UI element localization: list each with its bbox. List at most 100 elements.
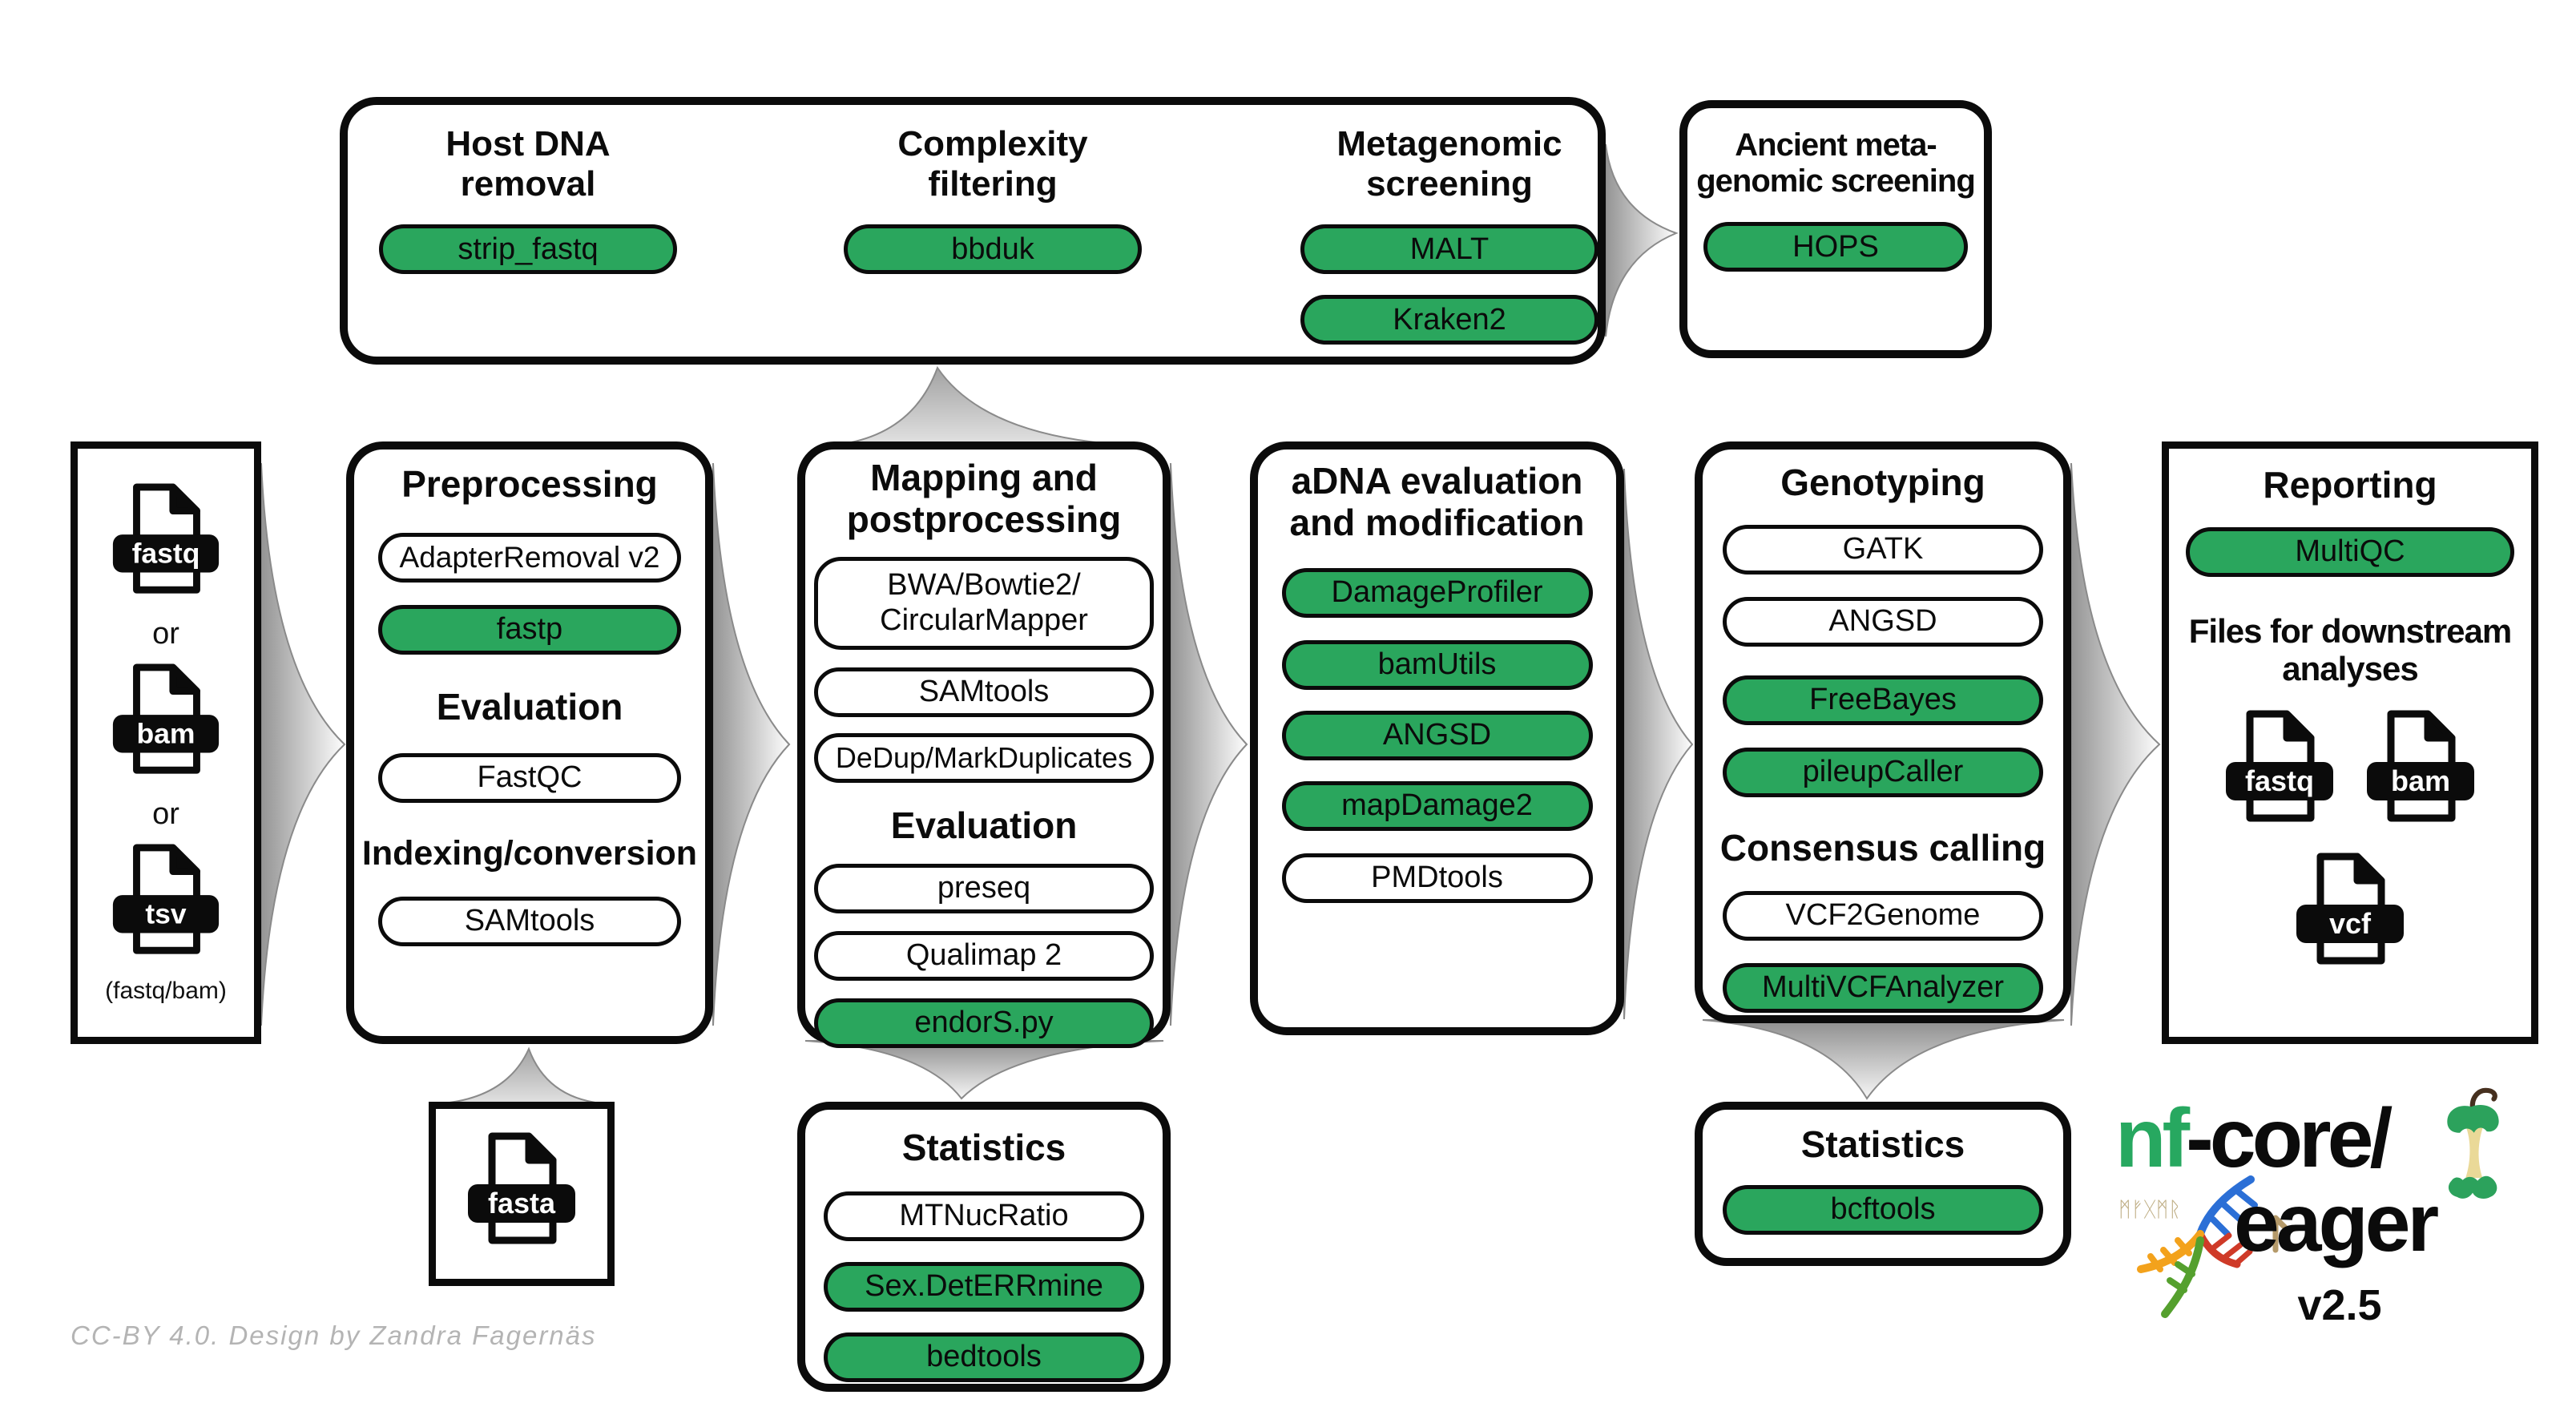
tool-label: FreeBayes: [1809, 683, 1957, 717]
tool-bamutils: bamUtils: [1281, 639, 1593, 690]
screening-box: Host DNA removal strip_fastq Complexity …: [340, 97, 1606, 365]
tool-angsd-adna: ANGSD: [1281, 710, 1593, 760]
nf-text: nf: [2115, 1092, 2190, 1185]
eager-text: eager: [2234, 1177, 2439, 1268]
tool-pileupcaller: pileupCaller: [1723, 747, 2043, 797]
adna-evaluation-box: aDNA evaluation and modification DamageP…: [1250, 441, 1624, 1035]
tool-label: FastQC: [477, 760, 583, 795]
tool-vcf2genome: VCF2Genome: [1723, 890, 2043, 941]
tool-label: mapDamage2: [1341, 788, 1533, 823]
input-caption: (fastq/bam): [105, 978, 227, 1004]
fasta-reference-box: fasta: [429, 1102, 615, 1286]
arrow-genotyping-to-reporting: [2070, 462, 2161, 1026]
tool-bcftools: bcftools: [1723, 1184, 2043, 1235]
svg-text:ᛗᚠᚷᛗᚱ: ᛗᚠᚷᛗᚱ: [2118, 1198, 2181, 1222]
mapping-statistics-box: Statistics MTNucRatio Sex.DetERRmine bed…: [797, 1102, 1171, 1392]
apple-core-icon: [2447, 1087, 2499, 1199]
metagenomic-screening-title: Metagenomic screening: [1336, 124, 1562, 204]
input-files-box: fastq or bam or tsv (fastq/bam): [71, 441, 261, 1044]
downstream-files-row: fastq bam: [2169, 708, 2531, 836]
tool-qualimap2: Qualimap 2: [814, 930, 1154, 981]
reporting-title: Reporting: [2263, 464, 2437, 506]
bam-file-icon: bam: [112, 663, 220, 774]
tool-fastqc: FastQC: [378, 752, 681, 803]
tool-label: HOPS: [1792, 229, 1879, 264]
tool-adapterremoval: AdapterRemoval v2: [378, 532, 681, 583]
bam-file-icon: bam: [2367, 710, 2474, 822]
tool-label: Qualimap 2: [905, 938, 1062, 973]
fastq-file-icon: fastq: [112, 483, 220, 594]
tool-label: fastp: [496, 612, 563, 647]
svg-text:vcf: vcf: [2329, 907, 2372, 940]
tool-malt: MALT: [1300, 224, 1598, 275]
tool-samtools-map: SAMtools: [814, 667, 1154, 717]
tool-label: AdapterRemoval v2: [399, 540, 660, 574]
tool-label: pileupCaller: [1802, 755, 1964, 789]
tool-gatk: GATK: [1723, 524, 2043, 575]
tool-damageprofiler: DamageProfiler: [1281, 567, 1593, 618]
or-label: or: [152, 617, 179, 651]
indexing-conversion-heading: Indexing/conversion: [361, 833, 698, 873]
arrow-topbox-to-ancient: [1605, 143, 1679, 337]
nf-core-wordmark: nf-core/: [2115, 1091, 2393, 1187]
tool-freebayes: FreeBayes: [1723, 675, 2043, 725]
complexity-filtering-column: Complexity filtering bbduk: [841, 124, 1145, 275]
arrow-input-to-preprocessing: [260, 462, 346, 1026]
tool-label: Kraken2: [1393, 302, 1506, 337]
svg-text:tsv: tsv: [145, 898, 187, 930]
downstream-files-row2: vcf: [2169, 850, 2531, 978]
tool-label: MALT: [1409, 232, 1490, 266]
svg-text:bam: bam: [136, 718, 195, 750]
svg-text:fastq: fastq: [132, 538, 200, 570]
evaluation-heading: Evaluation: [890, 804, 1078, 846]
tool-bwa-bowtie2-circularmapper: BWA/Bowtie2/ CircularMapper: [814, 556, 1154, 650]
nf-core-eager-logo: nf-core/ ᛗᚠᚷᛗᚱ eager: [2115, 1087, 2572, 1351]
vcf-file-icon: vcf: [2296, 853, 2404, 965]
tool-label: bedtools: [926, 1340, 1042, 1374]
arrow-mapping-to-statistics: [804, 1040, 1164, 1100]
tool-preseq: preseq: [814, 863, 1154, 913]
tool-label: DeDup/MarkDuplicates: [835, 740, 1133, 774]
metagenomic-screening-column: Metagenomic screening MALT Kraken2: [1297, 124, 1602, 345]
tool-angsd-geno: ANGSD: [1723, 596, 2043, 647]
core-text: -core/: [2186, 1092, 2393, 1185]
genotyping-title: Genotyping: [1780, 462, 1985, 503]
tool-label: PMDtools: [1371, 861, 1503, 895]
tool-label-line1: BWA/Bowtie2/: [887, 568, 1081, 603]
svg-text:bam: bam: [2391, 764, 2450, 797]
tool-dedup-markduplicates: DeDup/MarkDuplicates: [814, 732, 1154, 783]
tool-strip-fastq: strip_fastq: [379, 224, 677, 275]
tool-multivcfanalyzer: MultiVCFAnalyzer: [1723, 962, 2043, 1013]
license-credit: CC-BY 4.0. Design by Zandra Fagernäs: [71, 1320, 597, 1350]
preprocessing-box: Preprocessing AdapterRemoval v2 fastp Ev…: [346, 441, 713, 1044]
tool-label: VCF2Genome: [1785, 898, 1981, 933]
consensus-calling-heading: Consensus calling: [1719, 826, 2046, 869]
tool-label: MultiVCFAnalyzer: [1762, 970, 2004, 1005]
genotyping-box: Genotyping GATK ANGSD FreeBayes pileupCa…: [1695, 441, 2071, 1023]
arrow-mapping-to-adna: [1170, 462, 1248, 1026]
evaluation-heading: Evaluation: [436, 685, 623, 728]
fasta-file-icon: fasta: [468, 1132, 575, 1244]
tool-label: bamUtils: [1377, 647, 1497, 682]
tool-mtnucratio: MTNucRatio: [824, 1191, 1144, 1241]
tool-label: DamageProfiler: [1331, 575, 1543, 610]
tool-hops: HOPS: [1703, 222, 1968, 272]
tool-label: Sex.DetERRmine: [865, 1269, 1103, 1304]
tool-label: ANGSD: [1382, 718, 1492, 752]
version-text: v2.5: [2297, 1281, 2382, 1329]
arrow-adna-to-genotyping: [1623, 468, 1694, 1020]
dna-helix-icon: ᛗᚠᚷᛗᚱ: [2118, 1175, 2290, 1318]
tool-label: preseq: [937, 871, 1031, 905]
svg-text:fastq: fastq: [2245, 764, 2314, 797]
tool-label: endorS.py: [914, 1006, 1054, 1040]
reporting-box: Reporting MultiQC Files for downstream a…: [2162, 441, 2538, 1044]
ancient-screening-title: Ancient meta-genomic screening: [1696, 127, 1976, 200]
host-dna-removal-title: Host DNA removal: [445, 124, 611, 204]
or-label: or: [152, 797, 179, 831]
adna-evaluation-title: aDNA evaluation and modification: [1289, 460, 1585, 543]
arrow-preprocessing-to-mapping: [712, 462, 791, 1026]
tool-bbduk: bbduk: [844, 224, 1142, 275]
tool-label: MTNucRatio: [899, 1199, 1069, 1233]
